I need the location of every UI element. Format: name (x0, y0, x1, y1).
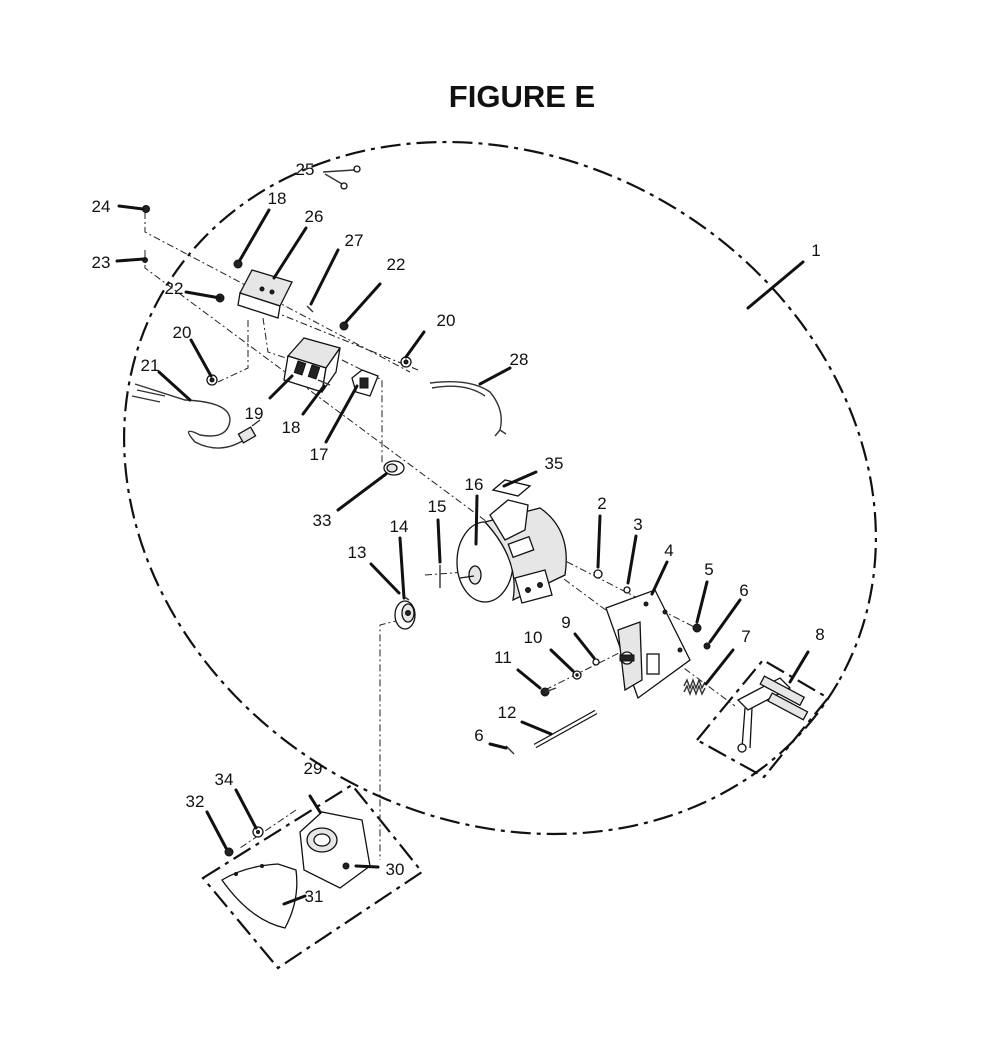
callout-22-left: 22 (165, 279, 184, 298)
part-3-washer (623, 586, 631, 594)
callout-27: 27 (345, 231, 364, 250)
callout-34: 34 (215, 770, 234, 789)
part-33-knob (383, 460, 405, 476)
callout-30: 30 (386, 860, 405, 879)
part-27-pin (306, 305, 314, 313)
part-7-spring (683, 678, 706, 696)
callout-28: 28 (510, 350, 529, 369)
part-31-front-belt-guard (221, 863, 298, 929)
callout-19: 19 (245, 404, 264, 423)
part-35-label (491, 479, 532, 497)
callout-2: 2 (597, 494, 606, 513)
callout-26: 26 (305, 207, 324, 226)
part-5-bolt (692, 623, 702, 633)
callout-15: 15 (428, 497, 447, 516)
assembly-boundary (123, 140, 877, 836)
callout-4: 4 (664, 541, 673, 560)
callout-21: 21 (141, 356, 160, 375)
callout-32: 32 (186, 792, 205, 811)
part-2-nut (593, 569, 603, 579)
part-18-screw-top (233, 259, 243, 269)
callout-8: 8 (815, 625, 824, 644)
callout-13: 13 (348, 543, 367, 562)
leader-lines (115, 204, 810, 906)
belt-guard-group-box (201, 783, 424, 970)
callout-14: 14 (390, 517, 409, 536)
callout-6-lower: 6 (474, 726, 483, 745)
callout-17: 17 (310, 445, 329, 464)
callout-25: 25 (296, 160, 315, 179)
part-34-washer (252, 826, 264, 838)
bracket-group-box (695, 658, 830, 779)
callout-11: 11 (494, 648, 512, 667)
part-4-motor-mount-plate (605, 589, 691, 700)
part-32-nut (224, 847, 234, 857)
callout-5: 5 (704, 560, 713, 579)
part-11-bolt (540, 687, 557, 697)
callout-20-left: 20 (173, 323, 192, 342)
part-12-shaft (533, 709, 598, 749)
callout-18-lower: 18 (282, 418, 301, 437)
part-30-rear-belt-guard (299, 811, 371, 889)
part-18-screw-lower (317, 379, 331, 386)
part-14-pulley (394, 600, 416, 630)
part-28-motor-cord (429, 380, 507, 437)
part-17-switch-key (351, 369, 379, 397)
callout-31: 31 (305, 887, 324, 906)
callout-labels: 1 2 3 4 5 6 6 7 8 9 10 11 12 13 14 15 16… (92, 160, 825, 906)
callout-9: 9 (561, 613, 570, 632)
part-26-switch-plate (237, 269, 293, 319)
part-6-nut-upper (703, 642, 711, 650)
callout-23: 23 (92, 253, 111, 272)
callout-6: 6 (739, 581, 748, 600)
part-21-power-cord (131, 383, 261, 449)
callout-18: 18 (268, 189, 287, 208)
callout-33: 33 (313, 511, 332, 530)
callout-3: 3 (633, 515, 642, 534)
callout-10: 10 (524, 628, 543, 647)
part-8-bracket (736, 675, 809, 753)
part-19-switch-box (283, 337, 342, 393)
callout-35: 35 (545, 454, 564, 473)
callout-20-right: 20 (437, 311, 456, 330)
callout-1: 1 (811, 241, 820, 260)
part-20-clamp-right (400, 356, 412, 368)
callout-16: 16 (465, 475, 484, 494)
part-25-key (322, 165, 361, 190)
callout-24: 24 (92, 197, 111, 216)
callout-7: 7 (741, 627, 750, 646)
figure-title: FIGURE E (449, 79, 595, 114)
part-22-screw-right (339, 321, 349, 331)
callout-12: 12 (498, 703, 517, 722)
callout-22-right: 22 (387, 255, 406, 274)
callout-29: 29 (304, 759, 323, 778)
part-10-washer (572, 670, 582, 680)
part-16-motor (456, 499, 567, 604)
part-9-lock-washer (592, 658, 600, 666)
